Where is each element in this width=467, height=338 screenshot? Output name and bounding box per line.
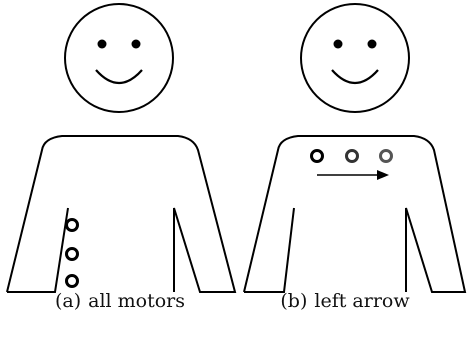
left-arm-outline [244,207,295,293]
head-outline [64,3,174,113]
torso-diagram-a [6,3,237,293]
motor-3 [65,274,79,288]
motor-3 [379,149,393,163]
caption-text: left arrow [314,290,410,312]
motor-1 [310,149,324,163]
right-eye [131,39,141,49]
caption-tag: (b) [280,290,308,312]
right-eye [367,39,377,49]
caption-text: all motors [88,290,186,312]
arrow-head-icon [377,170,389,180]
smile [331,69,379,85]
caption-tag: (a) [54,290,82,312]
caption-b: (b) left arrow [245,290,445,312]
motor-1 [65,218,79,232]
left-eye [333,39,343,49]
caption-a: (a) all motors [20,290,220,312]
smile [95,69,143,85]
motor-2 [65,247,79,261]
motor-2 [345,149,359,163]
torso-outline [243,135,467,293]
left-eye [97,39,107,49]
panel-all-motors [6,3,237,293]
head-outline [300,3,410,113]
panel-left-arrow [234,0,467,338]
torso-diagram-b [243,3,467,293]
torso-outline [6,135,237,293]
left-arm-outline [7,207,69,293]
